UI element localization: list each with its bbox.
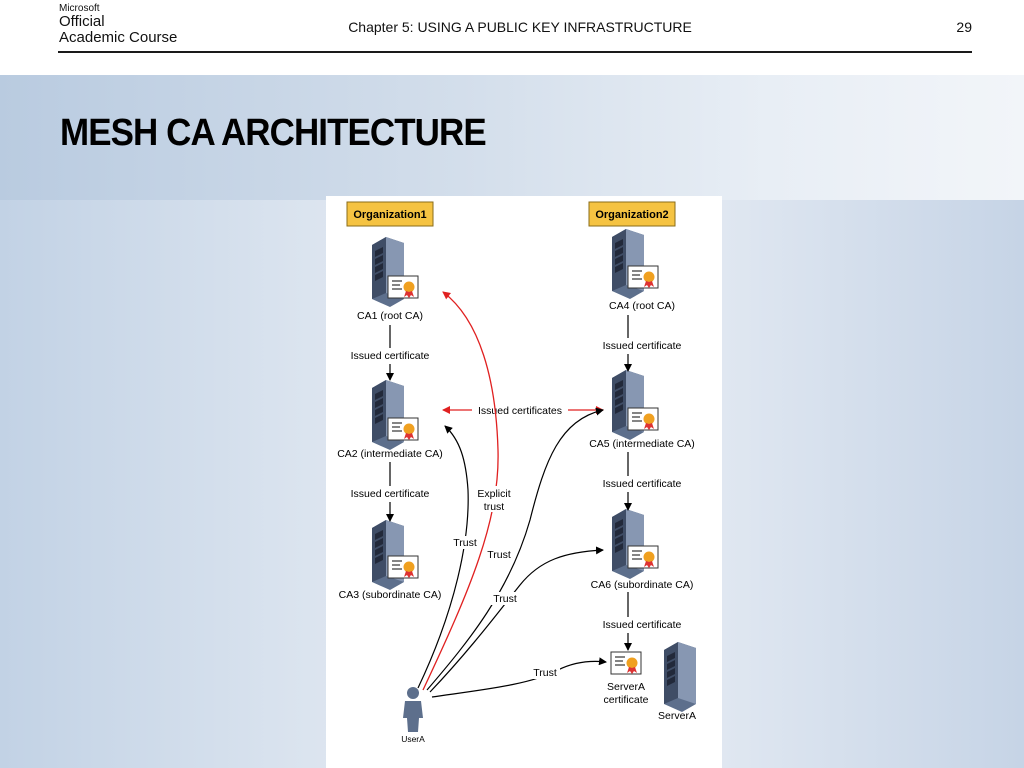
logo-academic-course: Academic Course — [59, 29, 178, 46]
explicit-trust-arrow — [422, 291, 499, 691]
ca1-label: CA1 (root CA) — [357, 310, 423, 322]
trust-label-ca2-bg — [450, 536, 480, 549]
ca4-label: CA4 (root CA) — [609, 300, 675, 312]
logo: Microsoft Official Academic Course — [59, 3, 177, 46]
ca3-certificate-icon — [387, 555, 419, 579]
issued-cert-label-ca6-servera: Issued certificate — [603, 619, 682, 631]
trust-arrow-ca2 — [417, 425, 469, 689]
header-divider — [58, 51, 972, 53]
ca3-server-icon — [372, 520, 404, 590]
org2-label: Organization2 — [595, 209, 668, 221]
trust-label-ca2: Trust — [453, 537, 477, 549]
slide-header: Microsoft Official Academic Course Chapt… — [0, 0, 1024, 52]
ca3-label: CA3 (subordinate CA) — [339, 589, 442, 601]
issued-cert-label-ca5-ca6: Issued certificate — [603, 478, 682, 490]
servera-certificate-label-1: ServerA — [607, 681, 645, 693]
trust-label-ca5: Trust — [487, 549, 511, 561]
ca5-label: CA5 (intermediate CA) — [589, 438, 695, 450]
explicit-trust-label-bg — [474, 486, 516, 512]
org2-box: Organization2 — [588, 201, 676, 227]
trust-label-ca6: Trust — [493, 593, 517, 605]
servera-label: ServerA — [658, 710, 696, 722]
title-band — [0, 75, 1024, 200]
trust-arrow-ca5 — [426, 407, 604, 691]
issued-cert-label-ca1-ca2: Issued certificate — [351, 350, 430, 362]
servera-server-icon — [664, 642, 696, 712]
page-number: 29 — [956, 19, 972, 35]
issued-certificates-label: Issued certificates — [478, 405, 562, 417]
user-icon — [403, 687, 423, 732]
explicit-trust-label-2: trust — [484, 501, 505, 513]
trust-arrow-ca6 — [429, 546, 604, 693]
chapter-title: Chapter 5: USING A PUBLIC KEY INFRASTRUC… — [348, 19, 692, 35]
trust-label-ca5-bg — [484, 548, 514, 561]
slide-title: MESH CA ARCHITECTURE — [60, 112, 487, 154]
ca4-certificate-icon — [627, 265, 659, 289]
usera-label: UserA — [401, 734, 425, 744]
logo-official: Official — [59, 13, 105, 30]
trust-label-servera-bg — [530, 666, 560, 679]
trust-arrow-servera — [431, 657, 607, 698]
servera-certificate-icon — [610, 651, 642, 675]
org1-box: Organization1 — [346, 201, 434, 227]
issued-cert-label-ca2-ca3: Issued certificate — [351, 488, 430, 500]
org1-label: Organization1 — [353, 209, 426, 221]
ca2-certificate-icon — [387, 417, 419, 441]
logo-microsoft: Microsoft — [59, 3, 100, 14]
servera-certificate-label-2: certificate — [604, 694, 649, 706]
explicit-trust-label-1: Explicit — [477, 488, 510, 500]
trust-label-ca6-bg — [490, 592, 520, 605]
ca2-label: CA2 (intermediate CA) — [337, 448, 443, 460]
ca6-label: CA6 (subordinate CA) — [591, 579, 694, 591]
issued-cert-label-ca4-ca5: Issued certificate — [603, 340, 682, 352]
ca5-certificate-icon — [627, 407, 659, 431]
ca1-certificate-icon — [387, 275, 419, 299]
trust-label-servera: Trust — [533, 667, 557, 679]
ca6-certificate-icon — [627, 545, 659, 569]
